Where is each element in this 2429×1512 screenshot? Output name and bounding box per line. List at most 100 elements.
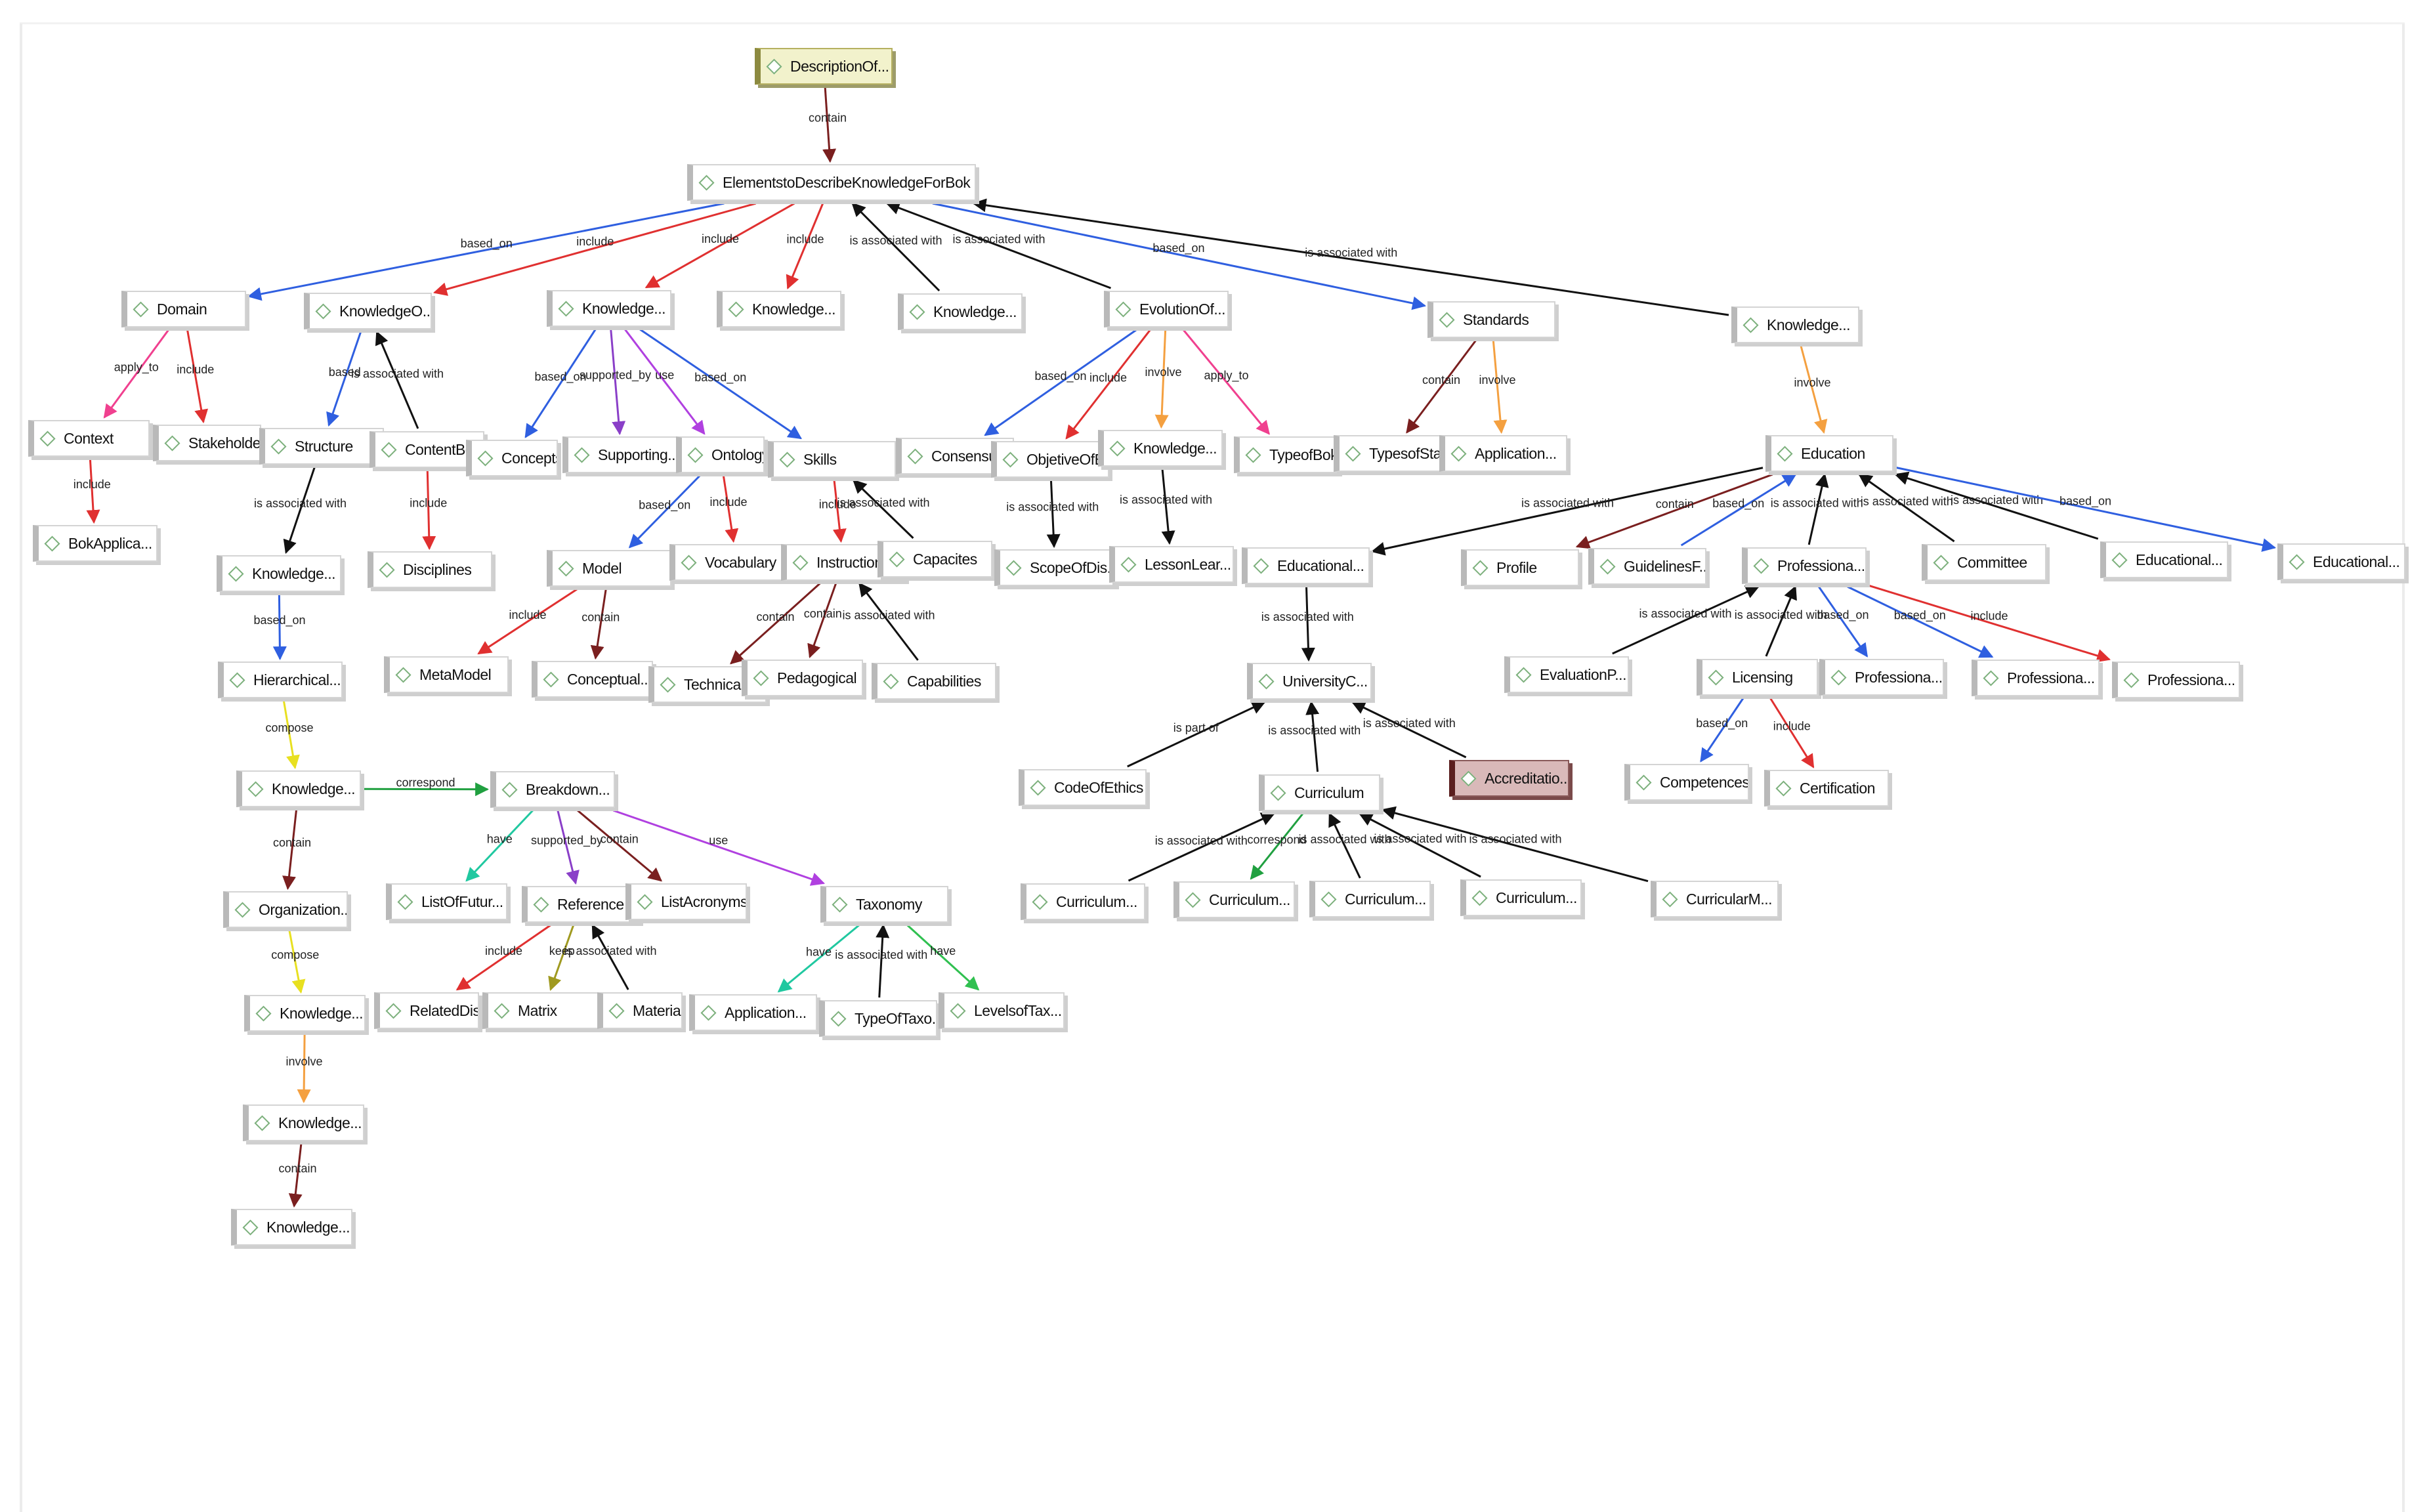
node-hierarchical[interactable]: Hierarchical... (218, 662, 343, 698)
node-evolutionOf[interactable]: EvolutionOf... (1104, 291, 1229, 327)
edge-line[interactable] (885, 201, 1111, 289)
node-knowledge3[interactable]: Knowledge... (898, 293, 1023, 330)
edge-line[interactable] (272, 594, 287, 661)
node-concepts[interactable]: Concepts (466, 440, 558, 476)
node-educational2[interactable]: Educational... (2100, 541, 2228, 578)
edge-line[interactable] (639, 328, 803, 440)
edge-line[interactable] (1128, 812, 1275, 882)
edge-line[interactable] (591, 924, 629, 990)
edge-line[interactable] (612, 809, 826, 886)
node-knowledgeO[interactable]: KnowledgeO... (304, 293, 432, 329)
node-structure[interactable]: Structure (259, 428, 384, 465)
node-supporting[interactable]: Supporting... (562, 436, 681, 473)
node-organization[interactable]: Organization... (223, 891, 348, 928)
edge-line[interactable] (477, 588, 578, 655)
edge-line[interactable] (1612, 585, 1760, 655)
edge-line[interactable] (247, 202, 725, 301)
edge-line[interactable] (624, 329, 706, 435)
node-standards[interactable]: Standards (1427, 301, 1555, 338)
node-licensing[interactable]: Licensing (1697, 659, 1818, 696)
node-lessonLear[interactable]: LessonLear... (1109, 546, 1234, 583)
node-knowledge7[interactable]: Knowledge... (236, 770, 361, 807)
edge-line[interactable] (972, 198, 1729, 316)
edge-line[interactable] (590, 589, 607, 660)
node-curricularM[interactable]: CurricularM... (1651, 881, 1779, 917)
edge-line[interactable] (1575, 473, 1773, 549)
edge-line[interactable] (326, 331, 362, 427)
edge-line[interactable] (1869, 584, 2111, 663)
node-material[interactable]: Material (597, 992, 683, 1029)
edge-line[interactable] (1406, 340, 1477, 434)
node-knowledge6[interactable]: Knowledge... (217, 555, 341, 592)
edge-line[interactable] (1328, 812, 1361, 879)
node-codeOfEthics[interactable]: CodeOfEthics (1019, 769, 1147, 806)
node-professiona3[interactable]: Professiona... (1972, 660, 2100, 696)
edge-line[interactable] (1492, 340, 1508, 434)
edge-line[interactable] (288, 1143, 303, 1208)
edge-line[interactable] (610, 329, 626, 436)
node-capabilities[interactable]: Capabilities (872, 663, 996, 700)
node-relatedDisc[interactable]: RelatedDisc... (374, 992, 479, 1029)
edge-line[interactable] (433, 202, 757, 296)
node-breakdown[interactable]: Breakdown... (490, 771, 615, 808)
node-knowledge1[interactable]: Knowledge... (547, 290, 671, 327)
node-educational1[interactable]: Educational... (1242, 547, 1370, 584)
edge-line[interactable] (1894, 471, 2099, 540)
node-model[interactable]: Model (547, 550, 671, 587)
node-scopeOfDis[interactable]: ScopeOfDis... (994, 549, 1116, 586)
node-taxonomy[interactable]: Taxonomy (820, 886, 948, 923)
edge-line[interactable] (1065, 329, 1151, 440)
edge-line[interactable] (1769, 698, 1815, 768)
edge-line[interactable] (1161, 469, 1175, 545)
node-listAcronyms[interactable]: ListAcronyms (625, 883, 747, 920)
node-ontology[interactable]: Ontology (676, 436, 765, 473)
node-context[interactable]: Context (28, 420, 150, 457)
node-metaModel[interactable]: MetaModel (384, 656, 509, 693)
node-competences[interactable]: Competences (1624, 764, 1749, 801)
node-typeofBok[interactable]: TypeofBok (1234, 436, 1339, 473)
edge-line[interactable] (186, 329, 209, 424)
edge-line[interactable] (577, 809, 663, 882)
edge-line[interactable] (1127, 701, 1266, 768)
node-application2[interactable]: Application... (689, 994, 817, 1031)
edge-line[interactable] (644, 202, 795, 289)
edge-line[interactable] (557, 810, 580, 885)
edge-line[interactable] (822, 87, 837, 163)
node-technical[interactable]: Technical (648, 666, 767, 703)
node-knowledge4[interactable]: Knowledge... (1731, 306, 1859, 343)
edge-line[interactable] (1817, 586, 1869, 658)
edge-line[interactable] (722, 475, 739, 543)
edge-line[interactable] (858, 582, 919, 661)
edge-line[interactable] (103, 329, 169, 419)
edge-line[interactable] (906, 924, 980, 991)
edge-line[interactable] (282, 809, 298, 891)
edge-line[interactable] (297, 1034, 311, 1104)
node-knowledge2[interactable]: Knowledge... (717, 291, 841, 327)
node-elements[interactable]: ElementstoDescribeKnowledgeForBok (687, 164, 976, 201)
node-capacites[interactable]: Capacites (877, 541, 992, 578)
edge-line[interactable] (832, 480, 847, 543)
edge-line[interactable] (1351, 701, 1467, 759)
node-conceptual[interactable]: Conceptual... (532, 661, 653, 698)
edge-line[interactable] (1305, 700, 1320, 772)
node-objectiveOfB[interactable]: ObjetiveOfB... (991, 441, 1109, 478)
node-application1[interactable]: Application... (1439, 435, 1567, 472)
node-matrix[interactable]: Matrix (482, 992, 604, 1029)
edge-line[interactable] (1183, 329, 1270, 435)
edge-line[interactable] (86, 459, 100, 524)
edge-line[interactable] (1046, 480, 1061, 549)
edge-line[interactable] (375, 331, 419, 429)
edge-line[interactable] (1250, 813, 1304, 880)
edge-line[interactable] (1800, 345, 1828, 434)
node-knowledge5[interactable]: Knowledge... (1098, 430, 1223, 467)
edge-line[interactable] (288, 930, 306, 994)
edge-line[interactable] (1381, 806, 1649, 883)
node-knowledge10[interactable]: Knowledge... (231, 1209, 352, 1246)
edge-line[interactable] (548, 925, 575, 991)
edge-line[interactable] (283, 467, 316, 554)
edge-line[interactable] (730, 582, 821, 665)
edge-line[interactable] (851, 202, 940, 292)
node-skills[interactable]: Skills (768, 441, 896, 478)
node-typeOfTaxo[interactable]: TypeOfTaxo... (819, 1000, 937, 1037)
edge-line[interactable] (1700, 698, 1744, 763)
